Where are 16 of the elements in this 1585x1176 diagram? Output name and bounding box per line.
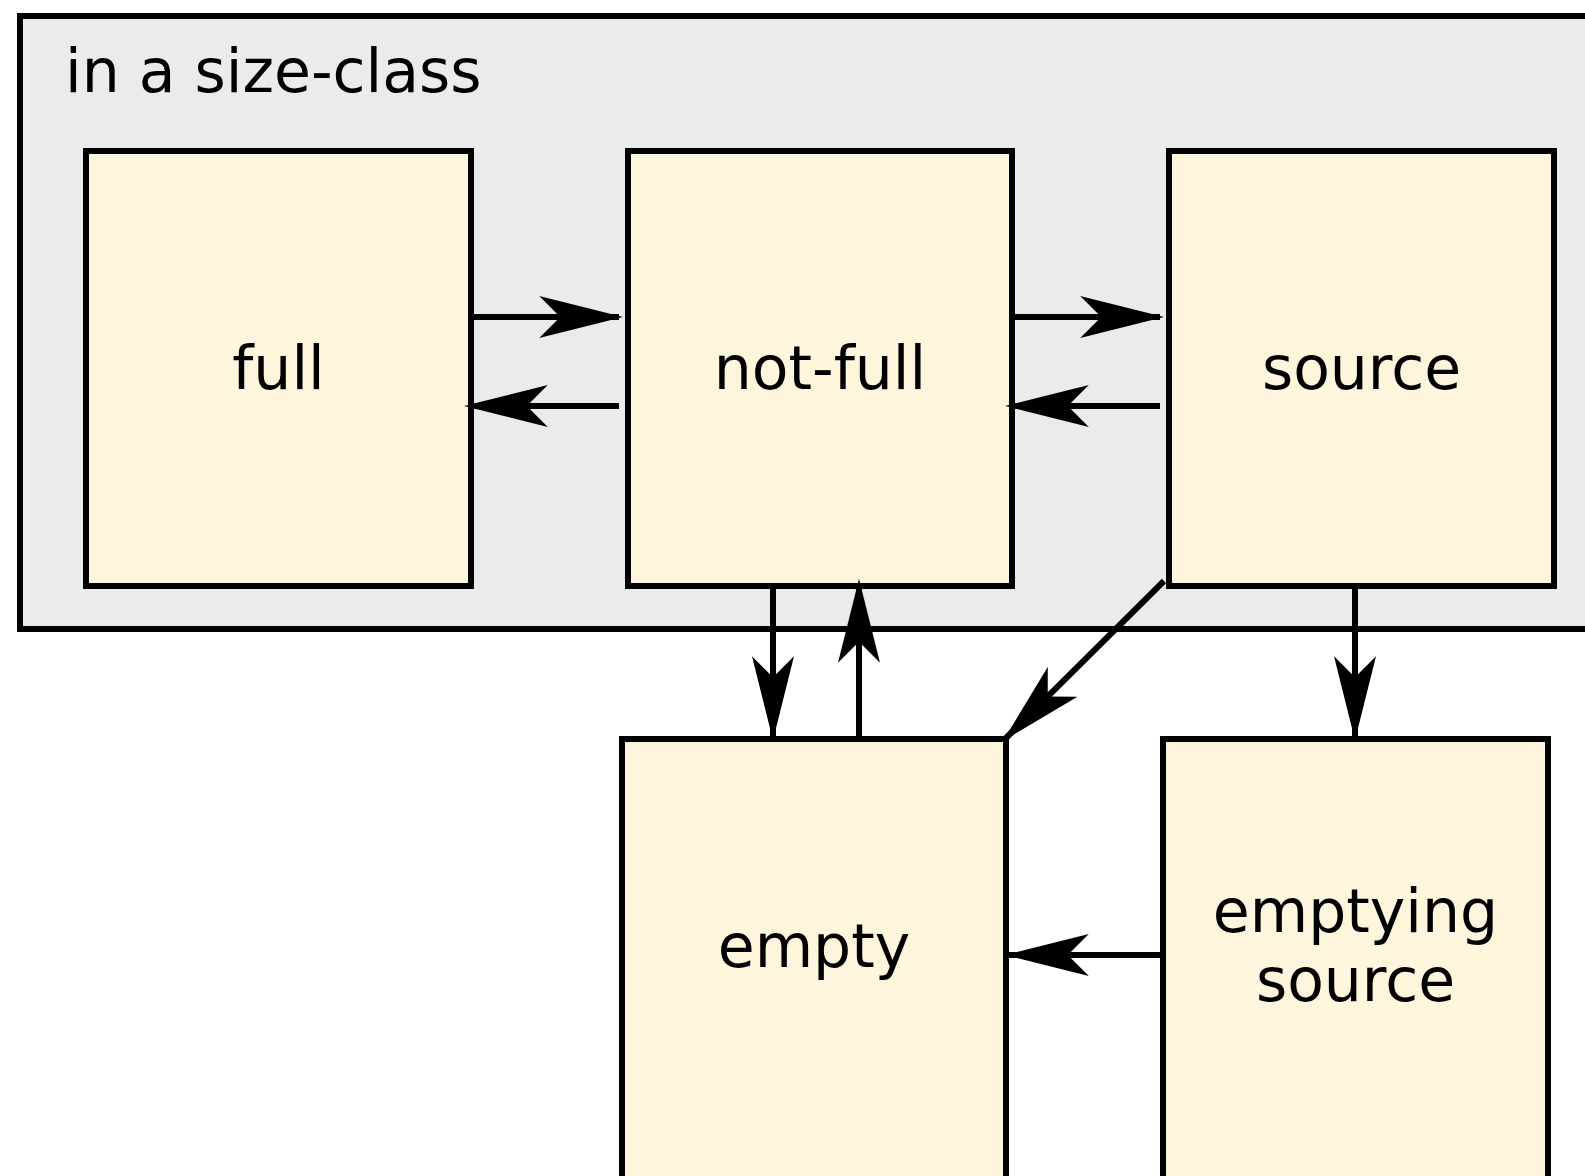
arrow <box>1004 385 1160 427</box>
arrow <box>1003 578 1167 741</box>
group-title: in a size-class <box>65 41 482 101</box>
state-label: source <box>1260 334 1463 403</box>
state-box <box>1166 148 1557 589</box>
state-label: empty <box>716 911 912 981</box>
state-box <box>619 736 1009 1176</box>
state-box <box>83 148 474 589</box>
state-label: emptying source <box>1211 877 1500 1015</box>
group-container <box>17 13 1585 632</box>
state-label: full <box>231 334 326 403</box>
state-box <box>1160 736 1551 1176</box>
state-box <box>625 148 1015 589</box>
arrow <box>838 578 880 736</box>
arrow <box>463 385 619 427</box>
state-label: not-full <box>712 334 928 403</box>
